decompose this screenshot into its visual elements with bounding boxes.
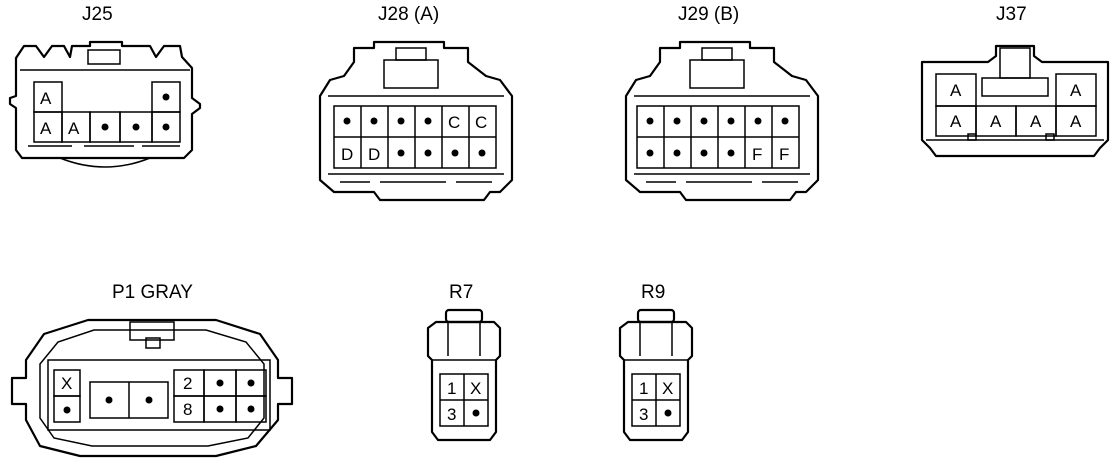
connector-j25-housing: [8, 40, 202, 160]
connector-j25-title: J25: [82, 4, 113, 25]
pin-r7-r2c1: 3: [447, 405, 456, 424]
pin-r9-r2c1: 3: [639, 405, 648, 424]
connector-p1-housing: [10, 318, 294, 458]
pin-p1-r1c4: 2: [183, 374, 192, 393]
connector-j29: J29 (B) F F: [624, 4, 820, 202]
connector-p1-title: P1 GRAY: [112, 282, 193, 303]
pin-j28-r2c2: D: [368, 145, 380, 164]
pin-r9-r1c1: 1: [639, 379, 648, 398]
connector-r9-title: R9: [641, 282, 665, 303]
connector-r7-housing: [426, 320, 502, 442]
connector-j25: J25 A A A: [8, 4, 202, 168]
connector-j37-title: J37: [996, 4, 1027, 25]
pin-j28-r1c6: C: [475, 113, 487, 132]
connector-j28-housing: [318, 40, 514, 202]
pin-j25-r2c1: A: [40, 119, 52, 138]
pin-j37-r2c1: A: [950, 112, 962, 131]
connector-r9-housing: [618, 320, 694, 442]
connector-r7: R7 1 X 3: [426, 282, 502, 442]
connector-r7-latch: [444, 308, 484, 324]
connector-j37: J37 A A A A A A: [920, 4, 1110, 158]
connector-j28: J28 (A) C C D D: [318, 4, 514, 202]
pin-r9-r1c2: X: [662, 379, 673, 398]
connector-r9-latch: [636, 308, 676, 324]
connector-r9: R9 1 X 3: [618, 282, 694, 442]
connector-r7-title: R7: [449, 282, 473, 303]
connector-j28-title: J28 (A): [378, 4, 439, 25]
pin-p1-r2c4: 8: [183, 400, 192, 419]
pin-j28-r2c1: D: [341, 145, 353, 164]
pin-j28-r1c5: C: [448, 113, 460, 132]
connector-j25-latch: [87, 49, 121, 65]
pin-j37-r2c2: A: [990, 112, 1002, 131]
pin-j29-r2c5: F: [752, 145, 762, 164]
pin-j37-r2c3: A: [1030, 112, 1042, 131]
connector-p1: P1 GRAY X 2 8: [10, 282, 294, 458]
connector-j37-housing: [920, 44, 1110, 158]
pin-j37-r2c4: A: [1070, 112, 1082, 131]
pin-j37-r1c1: A: [950, 81, 962, 100]
pin-p1-r1c1: X: [61, 374, 72, 393]
pin-j25-r2c2: A: [68, 119, 80, 138]
pin-j29-r2c6: F: [779, 145, 789, 164]
pin-r7-r1c1: 1: [447, 379, 456, 398]
pin-j25-r1c1: A: [40, 89, 52, 108]
connector-j29-housing: [624, 40, 820, 202]
pin-r7-r1c2: X: [470, 379, 481, 398]
pin-j37-r1c4: A: [1070, 81, 1082, 100]
connector-j29-title: J29 (B): [678, 4, 739, 25]
